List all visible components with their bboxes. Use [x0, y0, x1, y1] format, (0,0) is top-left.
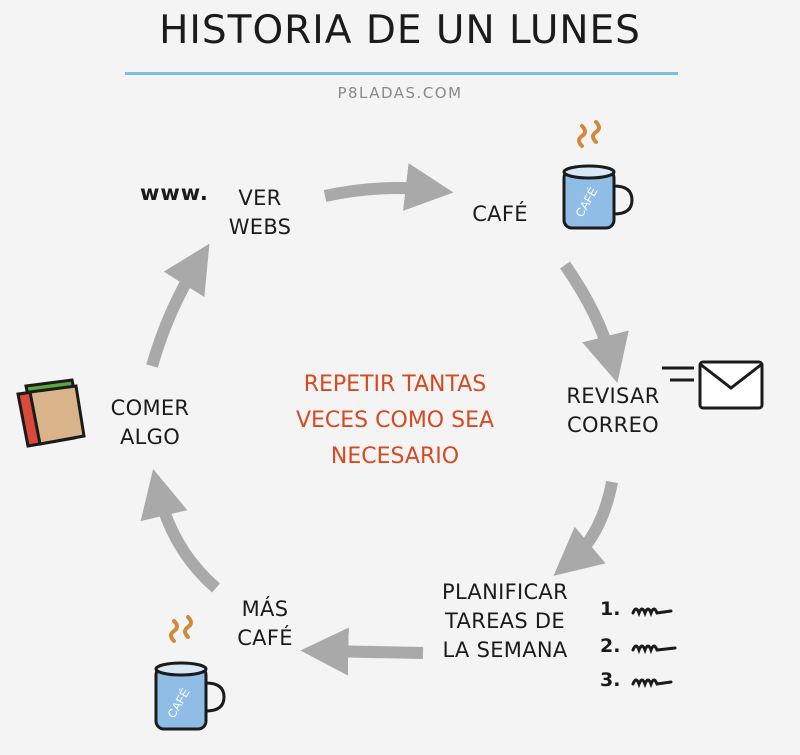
step-comer-algo: COMER ALGO	[90, 394, 210, 452]
cycle-center-label: REPETIR TANTAS VECES COMO SEA NECESARIO	[260, 367, 530, 475]
list-number: 1.	[600, 598, 621, 620]
step-label-line: CAFÉ	[237, 626, 293, 650]
www-icon: www.	[140, 181, 209, 205]
arrow-cafe-to-correo	[560, 261, 629, 383]
arrow-mascafe-to-comer	[140, 468, 220, 593]
step-label-line: VER	[238, 186, 282, 210]
step-label-line: CAFÉ	[472, 202, 528, 226]
step-label-line: CORREO	[567, 413, 659, 437]
sandwich-icon	[16, 378, 86, 448]
step-label-line: ALGO	[119, 425, 181, 449]
arrow-webs-to-cafe	[323, 163, 454, 211]
step-label-line: REVISAR	[566, 384, 660, 408]
step-ver-webs: VER WEBS	[200, 184, 320, 242]
center-label-line: NECESARIO	[330, 444, 460, 469]
step-label-line: PLANIFICAR	[441, 580, 568, 604]
coffee-mug-icon: CAFÉ	[154, 615, 226, 731]
coffee-mug-icon: CAFÉ	[562, 120, 634, 230]
step-cafe: CAFÉ	[450, 200, 550, 229]
task-list-icon	[631, 607, 677, 689]
step-mas-cafe: MÁS CAFÉ	[220, 595, 310, 653]
arrow-correo-to-tareas	[553, 480, 618, 576]
step-planificar-tareas: PLANIFICAR TAREAS DE LA SEMANA	[425, 578, 585, 665]
page-title: HISTORIA DE UN LUNES	[159, 8, 641, 53]
envelope-icon	[662, 360, 764, 410]
arrow-comer-to-webs	[146, 243, 210, 368]
list-number: 3.	[600, 669, 621, 691]
center-label-line: VECES COMO SEA	[295, 408, 495, 433]
arrow-tareas-to-mascafe	[300, 627, 424, 676]
site-credit: P8LADAS.COM	[337, 84, 463, 102]
center-label-line: REPETIR TANTAS	[303, 372, 487, 397]
list-number: 2.	[600, 635, 621, 657]
step-label-line: MÁS	[241, 597, 289, 621]
step-label-line: COMER	[110, 396, 190, 420]
step-label-line: WEBS	[228, 215, 292, 239]
title-underline	[125, 72, 678, 75]
step-revisar-correo: REVISAR CORREO	[548, 382, 678, 440]
step-label-line: LA SEMANA	[442, 638, 568, 662]
step-label-line: TAREAS DE	[445, 609, 565, 633]
